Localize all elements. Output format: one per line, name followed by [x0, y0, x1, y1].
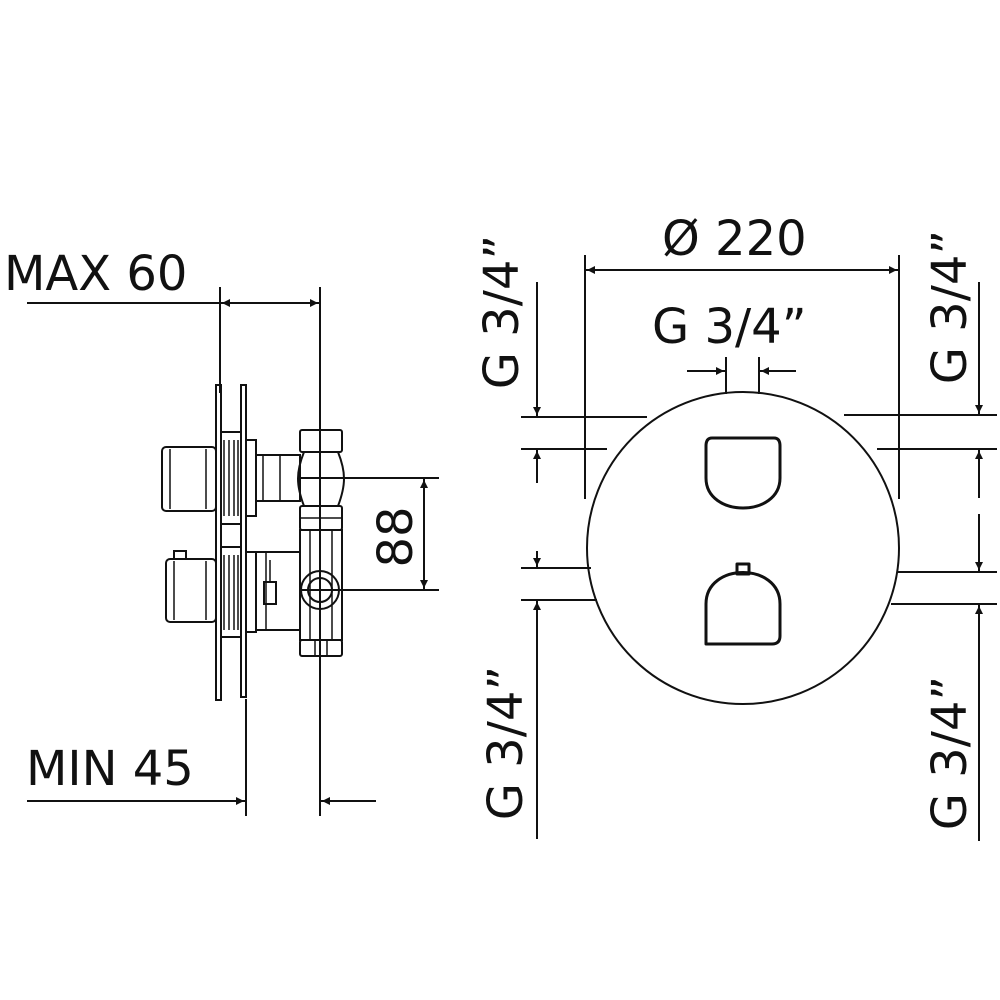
valve-body	[297, 429, 345, 657]
side-view: MAX 60 MIN 45 88	[4, 246, 439, 816]
lower-handle-outline	[704, 571, 782, 646]
max-dimension-label: MAX 60	[4, 246, 187, 302]
right-top-thread-label: G 3/4”	[922, 230, 978, 385]
top-handle	[161, 431, 301, 525]
left-top-thread-label: G 3/4”	[474, 235, 530, 390]
lower-handle-indicator	[735, 562, 751, 576]
diameter-label: Ø 220	[662, 211, 807, 267]
center-thread-label: G 3/4”	[652, 299, 807, 355]
bottom-handle	[165, 546, 301, 638]
cover-plate-inner	[240, 384, 247, 698]
cover-plate-circle	[586, 391, 900, 705]
left-bottom-thread-label: G 3/4”	[478, 666, 534, 821]
front-view: Ø 220 G 3/4” G 3/4” G 3/4” G 3/4”	[474, 211, 997, 841]
height-dimension-label: 88	[368, 506, 424, 567]
min-dimension-label: MIN 45	[26, 741, 194, 797]
right-bottom-thread-label: G 3/4”	[922, 676, 978, 831]
upper-handle-outline	[704, 436, 782, 510]
cover-plate-outer	[215, 384, 222, 701]
